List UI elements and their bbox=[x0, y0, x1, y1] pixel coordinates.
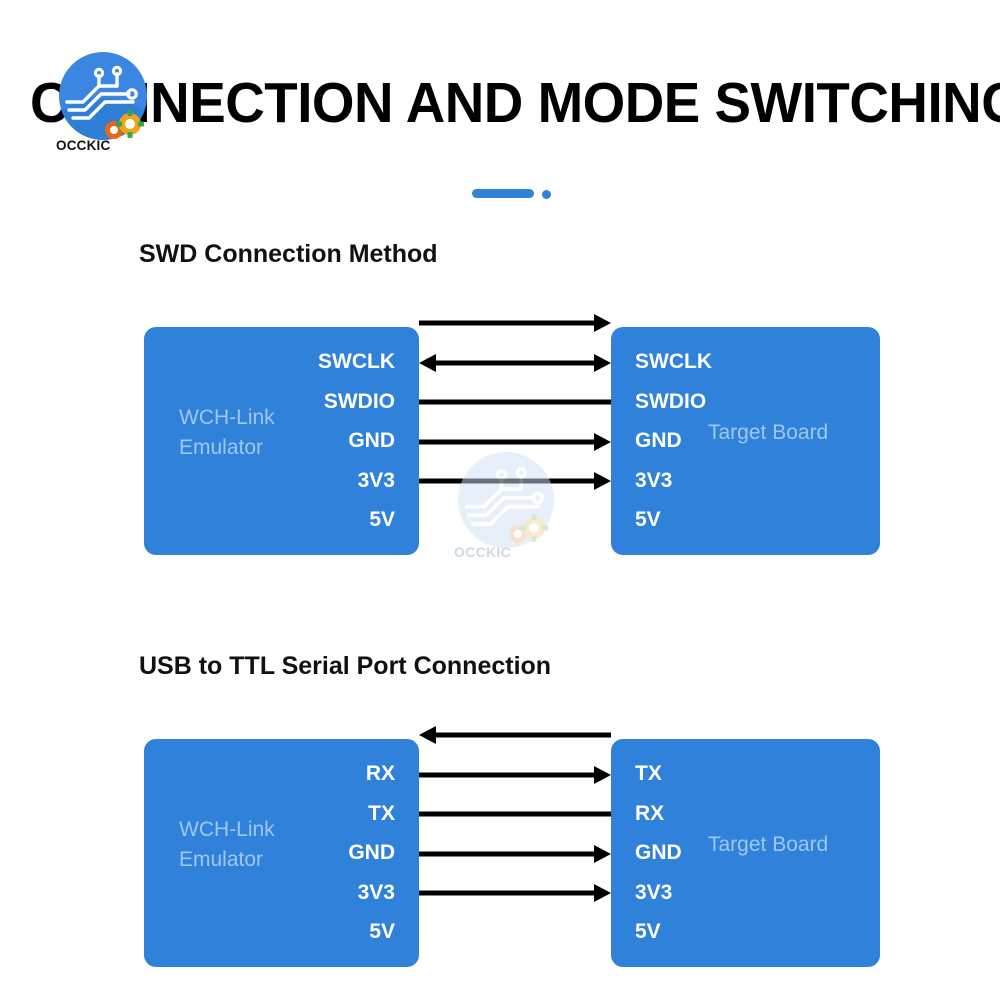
accent-dot bbox=[542, 189, 551, 199]
diagram-usb-ttl: WCH-Link Emulator RX TX GND 3V3 5V Targe… bbox=[0, 700, 1000, 967]
pin-right-1: SWDIO bbox=[635, 390, 707, 413]
wire-arrowhead bbox=[594, 884, 611, 902]
wire-arrowhead bbox=[594, 314, 611, 332]
watermark-logo: OCCKIC bbox=[450, 452, 562, 564]
brand-logo: OCCKIC bbox=[54, 52, 154, 153]
accent-indicator bbox=[472, 189, 558, 199]
pin-left-0: SWCLK bbox=[318, 350, 395, 373]
wire-arrowhead bbox=[594, 433, 611, 451]
wire-arrowhead bbox=[594, 472, 611, 490]
pin-right-1: RX bbox=[635, 802, 665, 825]
pin-right-3: 3V3 bbox=[635, 469, 673, 492]
wire-arrowhead bbox=[419, 354, 436, 372]
accent-bar bbox=[472, 189, 534, 198]
pin-right-4: 5V bbox=[635, 920, 661, 943]
pin-left-0: RX bbox=[365, 762, 395, 785]
wire-arrowhead bbox=[594, 766, 611, 784]
wire-arrowhead bbox=[419, 726, 436, 744]
pin-right-2: GND bbox=[635, 429, 682, 452]
connection-wires-swd bbox=[419, 314, 611, 490]
board-label-line2: Emulator bbox=[179, 436, 264, 459]
page-header: CONNECTION AND MODE SWITCHING bbox=[0, 0, 1000, 199]
board-label-line2: Emulator bbox=[179, 848, 264, 871]
circuit-traces-icon bbox=[65, 65, 138, 120]
pin-right-2: GND bbox=[635, 841, 682, 864]
pin-left-2: GND bbox=[348, 841, 395, 864]
board-label-line1: WCH-Link bbox=[179, 406, 275, 429]
pin-left-3: 3V3 bbox=[357, 469, 395, 492]
pin-right-0: SWCLK bbox=[635, 350, 712, 373]
pin-left-1: SWDIO bbox=[323, 390, 395, 413]
board-wch-link-emulator-uart: WCH-Link Emulator RX TX GND 3V3 5V bbox=[144, 739, 419, 967]
watermark-traces-icon bbox=[464, 467, 544, 526]
pin-right-4: 5V bbox=[635, 508, 661, 531]
board-label: Target Board bbox=[708, 421, 829, 444]
pin-left-2: GND bbox=[348, 429, 395, 452]
board-label: WCH-Link Emulator bbox=[179, 403, 349, 463]
board-target-board-swd: Target Board SWCLK SWDIO GND 3V3 5V bbox=[611, 327, 880, 555]
pin-left-4: 5V bbox=[369, 920, 395, 943]
pin-left-1: TX bbox=[368, 802, 395, 825]
board-target-board-uart: Target Board TX RX GND 3V3 5V bbox=[611, 739, 880, 967]
board-label: Target Board bbox=[708, 833, 829, 856]
section-heading-usb-ttl: USB to TTL Serial Port Connection bbox=[139, 652, 552, 680]
watermark-gears-icon bbox=[509, 514, 548, 543]
pin-right-0: TX bbox=[635, 762, 662, 785]
wire-arrowhead bbox=[594, 354, 611, 372]
diagram-swd: WCH-Link Emulator SWCLK SWDIO GND 3V3 5V… bbox=[0, 288, 1000, 555]
pin-left-4: 5V bbox=[369, 508, 395, 531]
gears-icon bbox=[105, 110, 144, 139]
brand-wordmark: OCCKIC bbox=[56, 138, 111, 153]
pin-left-3: 3V3 bbox=[357, 881, 395, 904]
watermark-wordmark: OCCKIC bbox=[454, 544, 512, 560]
board-label: WCH-Link Emulator bbox=[179, 815, 349, 875]
pin-right-3: 3V3 bbox=[635, 881, 673, 904]
wire-arrowhead bbox=[594, 845, 611, 863]
page-title: CONNECTION AND MODE SWITCHING bbox=[30, 71, 1000, 135]
board-label-line1: WCH-Link bbox=[179, 818, 275, 841]
section-heading-swd: SWD Connection Method bbox=[139, 240, 438, 268]
board-wch-link-emulator-swd: WCH-Link Emulator SWCLK SWDIO GND 3V3 5V bbox=[144, 327, 419, 555]
connection-wires-usb-ttl bbox=[419, 726, 611, 902]
